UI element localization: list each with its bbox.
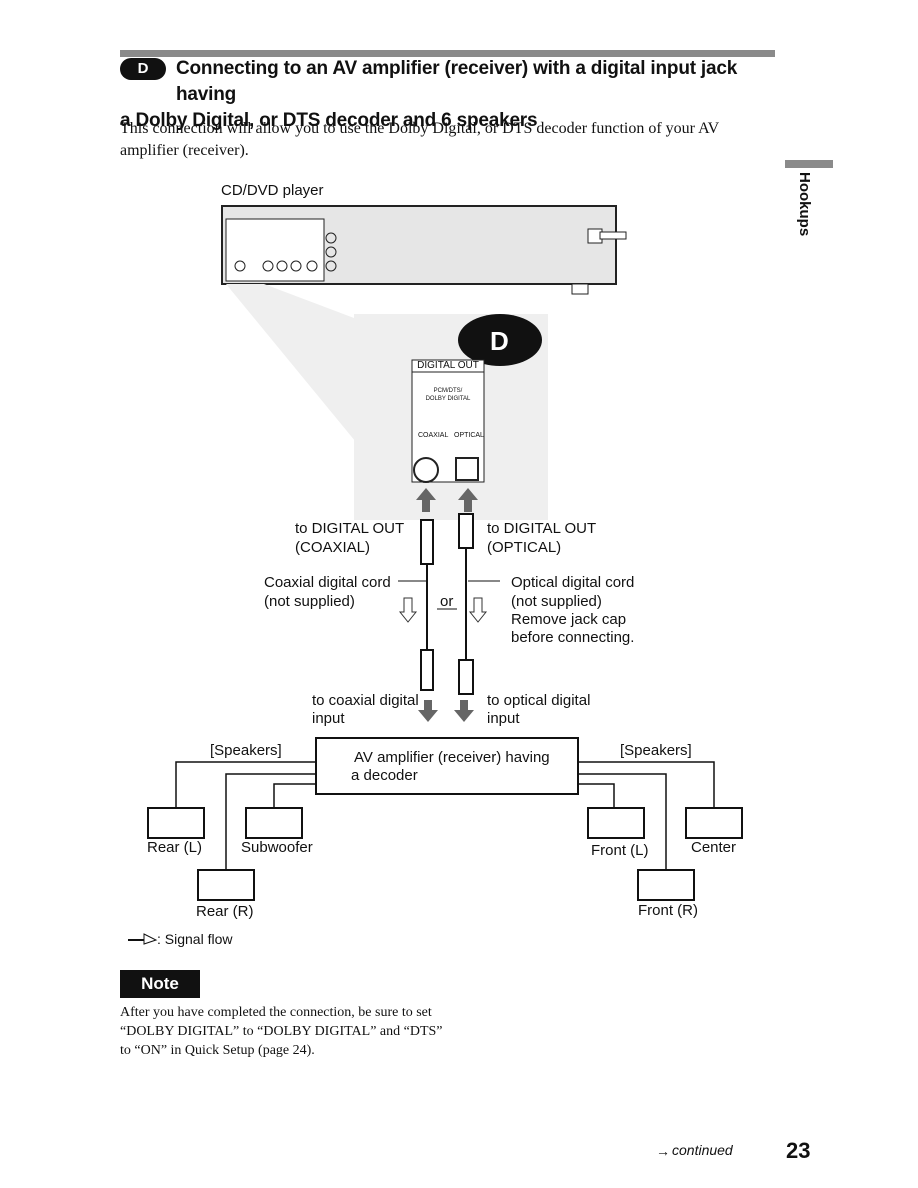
label-center: Center <box>691 839 737 856</box>
label-coax-input: input <box>312 710 345 727</box>
section-heading: Connecting to an AV amplifier (receiver)… <box>120 56 780 134</box>
d-badge-letter: D <box>490 326 509 356</box>
panel-coaxial: COAXIAL <box>418 432 449 439</box>
page-number: 23 <box>786 1138 811 1163</box>
optical-jack-icon <box>455 457 479 481</box>
speaker-front-l <box>587 807 645 839</box>
panel-subtitle-1: PCM/DTS/ <box>433 388 463 394</box>
side-tab-label: Hookups <box>796 172 813 237</box>
coaxial-cable <box>420 519 434 691</box>
signal-flow-icon <box>128 933 158 945</box>
optical-cable <box>458 513 474 695</box>
label-opt-input: input <box>487 710 520 727</box>
label-front-l: Front (L) <box>591 842 649 859</box>
signal-flow-label: : Signal flow <box>157 931 233 947</box>
speaker-front-r <box>637 869 695 901</box>
panel-title: DIGITAL OUT <box>417 360 479 371</box>
section-badge: D <box>120 58 166 80</box>
d-badge <box>458 314 542 366</box>
note-label: Note <box>120 970 200 998</box>
section-rule <box>120 50 775 57</box>
continued-label: continued <box>672 1142 733 1158</box>
speaker-center <box>685 807 743 839</box>
label-front-r: Front (R) <box>638 902 698 919</box>
label-to-coax-input: to coaxial digital <box>312 692 419 709</box>
label-coax-not-supplied: (not supplied) <box>264 593 355 610</box>
label-optical: (OPTICAL) <box>487 539 562 556</box>
dvd-player-illustration <box>221 205 627 295</box>
label-rear-r: Rear (R) <box>196 903 254 920</box>
label-remove-cap: Remove jack cap <box>511 611 627 628</box>
label-coaxial: (COAXIAL) <box>295 539 371 556</box>
intro-paragraph: This connection will allow you to use th… <box>120 120 719 159</box>
speaker-wiring <box>175 761 715 870</box>
panel-optical: OPTICAL <box>454 432 484 439</box>
note-text: After you have completed the connection,… <box>120 1005 443 1058</box>
continued-arrow-icon: → <box>656 1143 670 1159</box>
label-optical-not-supplied: (not supplied) <box>511 593 602 610</box>
speaker-rear-r <box>197 869 255 901</box>
amp-label-2: a decoder <box>351 767 418 784</box>
label-coax-cord: Coaxial digital cord <box>264 574 391 591</box>
label-or: or <box>440 593 454 610</box>
amplifier-box <box>315 737 579 795</box>
coaxial-jack-icon <box>413 457 439 483</box>
label-before-connecting: before connecting. <box>511 629 635 646</box>
panel-subtitle-2: DOLBY DIGITAL <box>425 396 471 402</box>
label-speakers-right: [Speakers] <box>620 742 692 759</box>
side-tab-bar <box>785 160 833 168</box>
label-to-digital-out-optical: to DIGITAL OUT <box>487 520 597 537</box>
label-rear-l: Rear (L) <box>147 839 203 856</box>
amp-label-1: AV amplifier (receiver) having <box>354 749 550 766</box>
label-to-opt-input: to optical digital <box>487 692 591 709</box>
label-speakers-left: [Speakers] <box>210 742 282 759</box>
speaker-subwoofer <box>245 807 303 839</box>
label-subwoofer: Subwoofer <box>241 839 313 856</box>
player-label: CD/DVD player <box>221 182 324 199</box>
label-to-digital-out-coaxial: to DIGITAL OUT <box>295 520 405 537</box>
label-optical-cord: Optical digital cord <box>511 574 635 591</box>
heading-line-1: Connecting to an AV amplifier (receiver)… <box>176 58 738 105</box>
speaker-rear-l <box>147 807 205 839</box>
heading-line-2: a Dolby Digital, or DTS decoder and 6 sp… <box>120 110 538 131</box>
